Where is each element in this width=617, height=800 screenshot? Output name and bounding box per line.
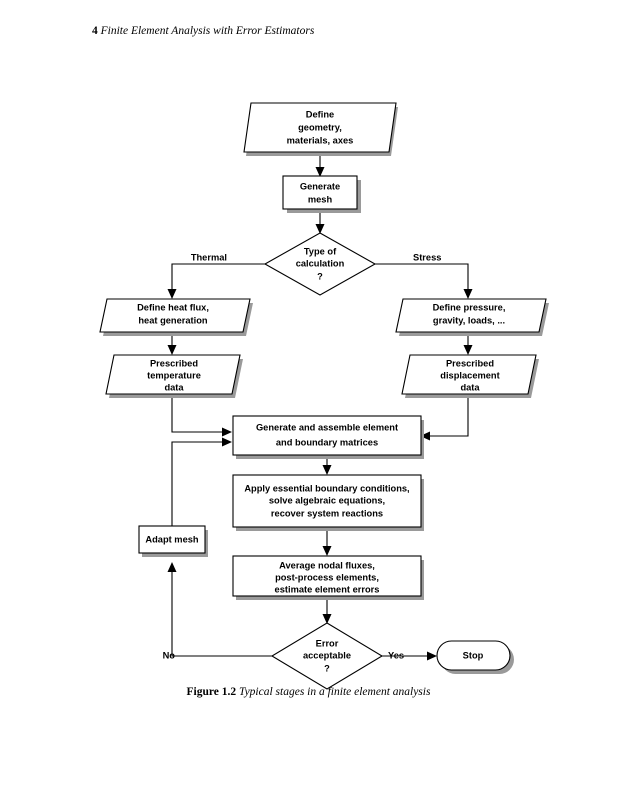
node-apply-essential[interactable]: Apply essential boundary conditions, sol… [232, 474, 424, 531]
edge-label-stress: Stress [413, 252, 441, 262]
node-error-acceptable-line-1: Error [316, 638, 339, 648]
figure-caption-text: Typical stages in a finite element analy… [239, 686, 431, 698]
node-error-acceptable[interactable]: Error acceptable ? [270, 622, 384, 690]
running-head-title: Finite Element Analysis with Error Estim… [100, 25, 315, 37]
node-type-of-calculation-line-2: calculation [296, 258, 345, 268]
edge-apply-to-average [322, 528, 332, 556]
node-generate-assemble-line-2: and boundary matrices [276, 437, 378, 447]
node-apply-essential-line-2: solve algebraic equations, [269, 495, 385, 505]
node-stop-line-1: Stop [463, 650, 484, 660]
node-type-of-calculation[interactable]: Type of calculation ? [263, 232, 377, 296]
node-prescribed-displacement-line-3: data [460, 382, 480, 392]
node-define-pressure-line-1: Define pressure, [433, 302, 506, 312]
node-average-nodal-fluxes[interactable]: Average nodal fluxes, post-process eleme… [232, 555, 424, 600]
node-define-geometry-line-3: materials, axes [287, 135, 354, 145]
node-error-acceptable-line-3: ? [324, 663, 330, 673]
node-define-pressure[interactable]: Define pressure, gravity, loads, ... [395, 298, 549, 336]
edge-stress-branch [375, 263, 473, 299]
edge-yes-branch [382, 651, 437, 661]
edge-thermal-branch [167, 263, 265, 299]
edge-label-yes: Yes [388, 650, 404, 660]
node-type-of-calculation-line-1: Type of [304, 246, 337, 256]
node-error-acceptable-line-2: acceptable [303, 650, 351, 660]
node-average-nodal-fluxes-line-1: Average nodal fluxes, [279, 560, 375, 570]
node-average-nodal-fluxes-line-2: post-process elements, [275, 572, 379, 582]
edge-no-branch [167, 562, 272, 657]
node-prescribed-displacement-line-2: displacement [440, 370, 499, 380]
edge-temperature-to-assemble [171, 394, 232, 437]
node-prescribed-temperature-line-3: data [164, 382, 184, 392]
node-prescribed-temperature-line-2: temperature [147, 370, 201, 380]
node-define-heat-flux[interactable]: Define heat flux, heat generation [99, 298, 253, 336]
edge-label-thermal: Thermal [191, 252, 227, 262]
node-generate-assemble[interactable]: Generate and assemble element and bounda… [232, 415, 424, 459]
node-adapt-mesh-line-1: Adapt mesh [145, 534, 199, 544]
node-define-geometry[interactable]: Define geometry, materials, axes [243, 102, 398, 156]
node-stop[interactable]: Stop [436, 640, 514, 674]
node-define-heat-flux-line-1: Define heat flux, [137, 302, 209, 312]
node-apply-essential-line-1: Apply essential boundary conditions, [244, 483, 409, 493]
edge-average-to-error [322, 596, 332, 624]
node-define-geometry-line-1: Define [306, 109, 334, 119]
node-apply-essential-line-3: recover system reactions [271, 508, 383, 518]
edge-adaptmesh-to-assemble [171, 437, 232, 526]
figure-caption: Figure 1.2 Typical stages in a finite el… [0, 686, 617, 698]
node-prescribed-displacement[interactable]: Prescribed displacement data [401, 354, 539, 398]
node-generate-assemble-line-1: Generate and assemble element [256, 422, 398, 432]
node-define-heat-flux-line-2: heat generation [138, 315, 208, 325]
figure-caption-label: Figure 1.2 [186, 686, 237, 698]
node-prescribed-temperature-line-1: Prescribed [150, 358, 198, 368]
node-define-geometry-line-2: geometry, [298, 122, 342, 132]
running-head: 4 Finite Element Analysis with Error Est… [92, 25, 314, 37]
node-type-of-calculation-line-3: ? [317, 271, 323, 281]
node-generate-mesh[interactable]: Generate mesh [282, 175, 361, 213]
node-prescribed-temperature[interactable]: Prescribed temperature data [105, 354, 243, 398]
node-prescribed-displacement-line-1: Prescribed [446, 358, 494, 368]
node-adapt-mesh[interactable]: Adapt mesh [138, 525, 208, 557]
node-generate-mesh-line-1: Generate [300, 181, 340, 191]
edge-label-no: No [163, 650, 176, 660]
node-generate-mesh-line-2: mesh [308, 194, 333, 204]
node-define-pressure-line-2: gravity, loads, ... [433, 315, 505, 325]
running-head-page-number: 4 [92, 25, 98, 37]
edge-displacement-to-assemble [420, 394, 469, 441]
node-average-nodal-fluxes-line-3: estimate element errors [275, 584, 380, 594]
